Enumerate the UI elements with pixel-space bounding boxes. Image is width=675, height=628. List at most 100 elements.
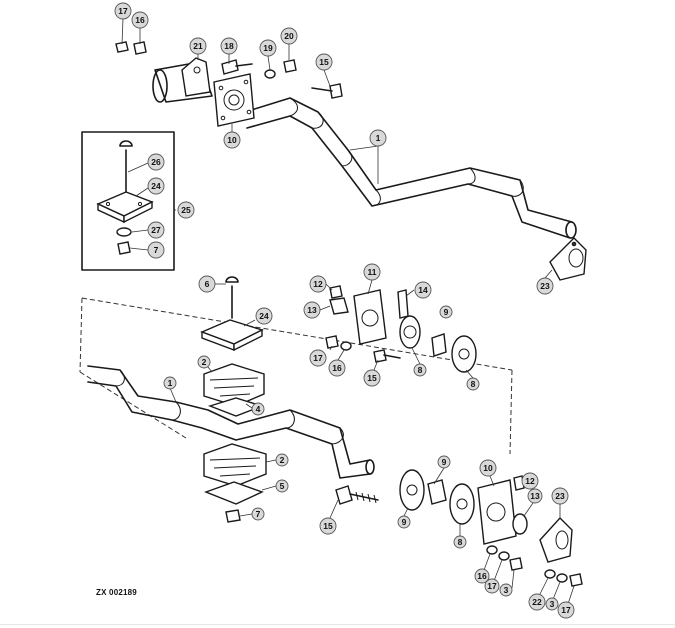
- callout-9: 9: [397, 515, 411, 529]
- callout-13: 13: [527, 488, 543, 504]
- inset-box-25: [81, 131, 175, 271]
- bottom-divider: [0, 624, 675, 625]
- callout-17: 17: [484, 578, 500, 594]
- upper-plate-10: [213, 73, 255, 127]
- callout-label: 16: [332, 363, 342, 373]
- lower-mount-hardware-top: [325, 285, 477, 373]
- callouts: 17 16 21 18 19 20 15 10 1 26 24 25 27 7 …: [114, 2, 575, 619]
- lower-axle-shaft: [87, 365, 375, 479]
- callout-label: 6: [205, 279, 210, 289]
- callout-5: 5: [275, 479, 289, 493]
- callout-label: 7: [154, 245, 159, 255]
- callout-label: 9: [442, 457, 447, 467]
- callout-14: 14: [414, 281, 432, 299]
- callout-label: 13: [307, 305, 317, 315]
- callout-23: 23: [551, 487, 569, 505]
- upper-axle-shaft: [152, 61, 577, 239]
- callout-label: 22: [532, 597, 542, 607]
- callout-label: 20: [284, 31, 294, 41]
- callout-22: 22: [528, 593, 546, 611]
- callout-label: 23: [540, 281, 550, 291]
- callout-15: 15: [363, 369, 381, 387]
- callout-label: 24: [151, 181, 161, 191]
- callout-3: 3: [545, 597, 559, 611]
- callout-label: 4: [256, 404, 261, 414]
- callout-label: 5: [280, 481, 285, 491]
- callout-27: 27: [147, 221, 165, 239]
- callout-8: 8: [413, 363, 427, 377]
- callout-6: 6: [198, 275, 216, 293]
- callout-9: 9: [437, 455, 451, 469]
- callout-label: 23: [555, 491, 565, 501]
- callout-label: 15: [319, 57, 329, 67]
- callout-label: 2: [202, 357, 207, 367]
- callout-label: 17: [487, 581, 497, 591]
- callout-label: 8: [471, 379, 476, 389]
- callout-label: 15: [367, 373, 377, 383]
- callout-label: 16: [477, 571, 487, 581]
- callout-label: 19: [263, 43, 273, 53]
- callout-11: 11: [363, 263, 381, 281]
- callout-7: 7: [147, 241, 165, 259]
- callout-label: 2: [280, 455, 285, 465]
- callout-2: 2: [197, 355, 211, 369]
- callout-label: 8: [418, 365, 423, 375]
- callout-label: 3: [550, 599, 555, 609]
- callout-label: 18: [224, 41, 234, 51]
- callout-3: 3: [499, 583, 513, 597]
- callout-label: 13: [530, 491, 540, 501]
- callout-label: 17: [313, 353, 323, 363]
- callout-label: 16: [135, 15, 145, 25]
- callout-21: 21: [189, 37, 207, 55]
- callout-13: 13: [303, 301, 321, 319]
- callout-label: 1: [168, 378, 173, 388]
- callout-label: 3: [504, 585, 509, 595]
- callout-20: 20: [280, 27, 298, 45]
- callout-10: 10: [223, 131, 241, 149]
- callout-17: 17: [114, 2, 132, 20]
- callout-label: 17: [561, 605, 571, 615]
- callout-8: 8: [466, 377, 480, 391]
- callout-15: 15: [315, 53, 333, 71]
- callout-12: 12: [521, 472, 539, 490]
- callout-17: 17: [557, 601, 575, 619]
- callout-24: 24: [147, 177, 165, 195]
- callout-19: 19: [259, 39, 277, 57]
- callout-label: 9: [444, 307, 449, 317]
- callout-16: 16: [328, 359, 346, 377]
- callout-24: 24: [255, 307, 273, 325]
- callout-label: 26: [151, 157, 161, 167]
- callout-1: 1: [369, 129, 387, 147]
- callout-17: 17: [309, 349, 327, 367]
- callout-26: 26: [147, 153, 165, 171]
- drawing-code-label: ZX 002189: [96, 588, 137, 597]
- callout-4: 4: [251, 402, 265, 416]
- callout-7: 7: [251, 507, 265, 521]
- callout-label: 10: [227, 135, 237, 145]
- callout-16: 16: [131, 11, 149, 29]
- callout-label: 7: [256, 509, 261, 519]
- lower-mount-hardware-bottom: [335, 469, 583, 587]
- callout-16: 16: [474, 568, 490, 584]
- upper-small-hardware: [115, 41, 343, 99]
- callout-label: 8: [458, 537, 463, 547]
- callout-label: 17: [118, 6, 128, 16]
- callout-label: 24: [259, 311, 269, 321]
- callout-label: 21: [193, 41, 203, 51]
- callout-label: 1: [376, 133, 381, 143]
- callout-23: 23: [536, 277, 554, 295]
- callout-label: 27: [151, 225, 161, 235]
- callout-10: 10: [479, 459, 497, 477]
- callout-label: 15: [323, 521, 333, 531]
- callout-9: 9: [439, 305, 453, 319]
- upper-end-bracket-23: [549, 237, 587, 281]
- callout-25: 25: [177, 201, 195, 219]
- callout-label: 10: [483, 463, 493, 473]
- callout-8: 8: [453, 535, 467, 549]
- dashed-guide-lines: [79, 297, 513, 455]
- callout-label: 25: [181, 205, 191, 215]
- callout-15: 15: [319, 517, 337, 535]
- callout-label: 12: [313, 279, 323, 289]
